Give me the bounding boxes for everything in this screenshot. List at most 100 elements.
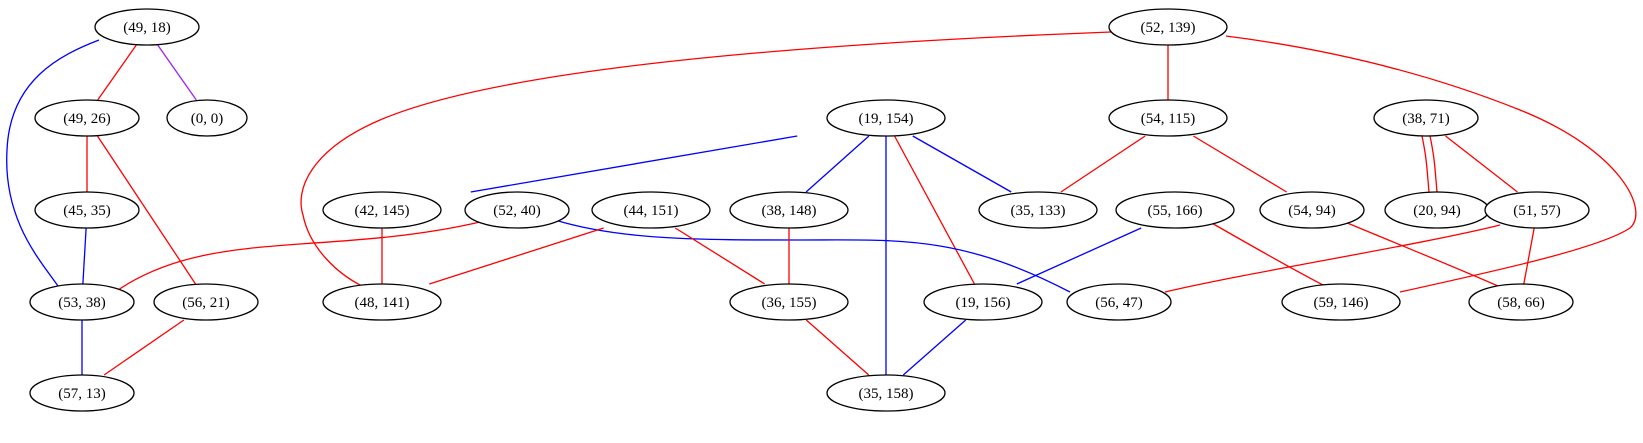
edge-line bbox=[1429, 135, 1438, 193]
node-36_155: (36, 155) bbox=[729, 283, 849, 321]
node-ellipse bbox=[1281, 283, 1401, 321]
edge-line bbox=[97, 44, 137, 101]
node-label: (53, 38) bbox=[58, 295, 106, 311]
edge-line bbox=[6, 39, 100, 287]
edge-layer bbox=[6, 31, 1637, 376]
edge-n55_166-n59_146 bbox=[1209, 221, 1326, 287]
edge-n45_35-n53_38 bbox=[82, 227, 87, 285]
edge-n51_57-n58_66 bbox=[1523, 227, 1535, 285]
node-38_148: (38, 148) bbox=[729, 191, 849, 229]
node-ellipse bbox=[1066, 283, 1172, 321]
node-55_166: (55, 166) bbox=[1115, 191, 1235, 229]
edge-line bbox=[429, 227, 604, 285]
edge-line bbox=[117, 221, 481, 291]
node-ellipse bbox=[94, 8, 200, 46]
edge-n49_26-n56_21 bbox=[96, 135, 197, 285]
edge-line bbox=[1193, 135, 1287, 193]
node-ellipse bbox=[1468, 283, 1574, 321]
edge-n52_139-n48_141 bbox=[300, 31, 1112, 287]
node-48_141: (48, 141) bbox=[322, 283, 442, 321]
edge-line bbox=[96, 135, 197, 285]
node-label: (38, 148) bbox=[762, 203, 817, 219]
node-58_66: (58, 66) bbox=[1468, 283, 1574, 321]
node-49_18: (49, 18) bbox=[94, 8, 200, 46]
edge-line bbox=[157, 44, 197, 101]
edge-n51_57-n56_47 bbox=[1164, 224, 1501, 293]
node-label: (57, 13) bbox=[58, 386, 106, 402]
edge-n54_115-n54_94 bbox=[1193, 135, 1287, 193]
node-ellipse bbox=[322, 283, 442, 321]
node-51_57: (51, 57) bbox=[1484, 191, 1590, 229]
node-ellipse bbox=[29, 283, 135, 321]
node-56_21: (56, 21) bbox=[153, 283, 259, 321]
node-label: (44, 151) bbox=[624, 203, 679, 219]
node-45_35: (45, 35) bbox=[34, 191, 140, 229]
edge-n19_154-n35_133 bbox=[912, 135, 1012, 193]
node-label: (49, 26) bbox=[63, 111, 111, 127]
node-ellipse bbox=[1373, 99, 1479, 137]
node-19_156: (19, 156) bbox=[923, 283, 1043, 321]
edge-line bbox=[805, 319, 870, 376]
node-ellipse bbox=[978, 191, 1098, 229]
edge-line bbox=[470, 135, 798, 193]
edge-n52_139-n59_146 bbox=[1225, 35, 1637, 293]
edge-line bbox=[1225, 35, 1637, 293]
node-label: (19, 154) bbox=[859, 111, 914, 127]
node-54_115: (54, 115) bbox=[1108, 99, 1228, 137]
edge-line bbox=[103, 319, 185, 376]
node-layer: (49, 18) (49, 26) (0, 0) (45, 35) (53, 38) (5… bbox=[29, 8, 1590, 412]
edge-n54_94-n58_66 bbox=[1344, 221, 1499, 287]
edge-line bbox=[554, 219, 1071, 293]
node-20_94: (20, 94) bbox=[1384, 191, 1490, 229]
edge-line bbox=[902, 319, 967, 376]
edge-line bbox=[1060, 135, 1146, 193]
edge-n44_151-n48_141 bbox=[429, 227, 604, 285]
edge-line bbox=[1344, 221, 1499, 287]
node-ellipse bbox=[923, 283, 1043, 321]
node-ellipse bbox=[1484, 191, 1590, 229]
edge-n56_21-n57_13 bbox=[103, 319, 185, 376]
edge-line bbox=[805, 135, 870, 193]
edge-line bbox=[1164, 224, 1501, 293]
edge-n44_151-n36_155 bbox=[674, 227, 766, 285]
node-label: (54, 115) bbox=[1141, 111, 1195, 127]
node-ellipse bbox=[166, 99, 248, 137]
node-54_94: (54, 94) bbox=[1259, 191, 1365, 229]
node-56_47: (56, 47) bbox=[1066, 283, 1172, 321]
edge-n49_18-n0_0 bbox=[157, 44, 197, 101]
node-ellipse bbox=[729, 283, 849, 321]
node-53_38: (53, 38) bbox=[29, 283, 135, 321]
node-label: (55, 166) bbox=[1148, 203, 1203, 219]
node-label: (35, 133) bbox=[1011, 203, 1066, 219]
edge-line bbox=[893, 135, 976, 285]
edge-n19_154-n42_145 bbox=[470, 135, 798, 193]
node-35_158: (35, 158) bbox=[826, 374, 946, 412]
edge-n52_40-n53_38 bbox=[117, 221, 481, 291]
node-label: (42, 145) bbox=[355, 203, 410, 219]
edge-n52_40-n56_47 bbox=[554, 219, 1071, 293]
node-label: (36, 155) bbox=[762, 295, 817, 311]
edge-n54_115-n35_133 bbox=[1060, 135, 1146, 193]
edge-line bbox=[1421, 135, 1430, 193]
node-0_0: (0, 0) bbox=[166, 99, 248, 137]
node-38_71: (38, 71) bbox=[1373, 99, 1479, 137]
node-label: (48, 141) bbox=[355, 295, 410, 311]
edge-line bbox=[1445, 135, 1518, 193]
edge-line bbox=[1523, 227, 1535, 285]
node-label: (51, 57) bbox=[1513, 203, 1561, 219]
node-ellipse bbox=[1259, 191, 1365, 229]
node-42_145: (42, 145) bbox=[322, 191, 442, 229]
node-ellipse bbox=[153, 283, 259, 321]
node-label: (52, 139) bbox=[1141, 20, 1196, 36]
edge-n38_71-n20_94 bbox=[1429, 135, 1438, 193]
node-57_13: (57, 13) bbox=[29, 374, 135, 412]
node-label: (56, 47) bbox=[1095, 295, 1143, 311]
edge-line bbox=[674, 227, 766, 285]
node-19_154: (19, 154) bbox=[826, 99, 946, 137]
edge-n38_71-n51_57 bbox=[1445, 135, 1518, 193]
node-ellipse bbox=[1115, 191, 1235, 229]
edge-line bbox=[1209, 221, 1326, 287]
edge-line bbox=[300, 31, 1112, 287]
node-49_26: (49, 26) bbox=[34, 99, 140, 137]
